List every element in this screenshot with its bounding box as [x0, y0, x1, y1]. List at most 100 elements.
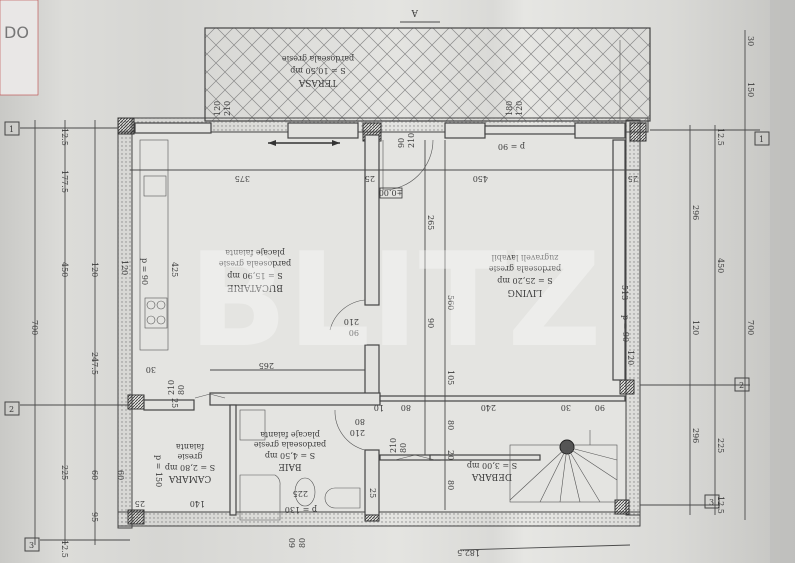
- door-camara: [194, 393, 226, 399]
- dims-right: 30 150 12.5 296 450 120 700 296 225 12.5: [691, 36, 755, 514]
- label: 700: [746, 320, 755, 335]
- paper-edge: [770, 0, 795, 563]
- label: faianta: [176, 442, 204, 451]
- label: S = 10,50 mp: [290, 66, 345, 75]
- room-baie: BAIE S = 4,50 mp pardoseala gresie placa…: [254, 430, 326, 471]
- axis-left-1: 1: [9, 125, 14, 134]
- label: 25: [135, 499, 145, 508]
- label: p = 90: [621, 315, 630, 342]
- label: S = 15,90 mp: [227, 271, 282, 280]
- label: 150: [746, 82, 755, 97]
- label: 12.5: [60, 540, 69, 558]
- label: 265: [426, 215, 435, 230]
- label: pardoseala gresie: [254, 440, 326, 449]
- label: 95: [90, 512, 99, 522]
- label: zugraveli lavabil: [491, 253, 558, 262]
- toilet-icon: [294, 477, 316, 507]
- level-mark: ±0.00: [379, 188, 404, 197]
- label: 450: [716, 258, 725, 273]
- label: 60: [90, 470, 99, 480]
- axis-left-3: 3: [29, 541, 34, 550]
- label: 12.5: [60, 128, 69, 146]
- label: 90: [426, 318, 435, 328]
- label: pardoseala gresie: [282, 54, 354, 63]
- label: 450: [473, 174, 488, 183]
- label: 60: [116, 470, 125, 480]
- label: 12.5: [716, 128, 725, 146]
- label: 210: [344, 317, 359, 326]
- label: 425: [170, 262, 179, 277]
- label: 120: [691, 320, 700, 335]
- dimension-lines: [20, 30, 760, 551]
- label: TERASA: [298, 77, 337, 87]
- dims-left: 12.5 177.5 450 120 700 247.5 225 95 12.5: [30, 128, 99, 558]
- label: 120: [90, 262, 99, 277]
- label: placaje faianta: [260, 430, 320, 439]
- axis-right-2: 2: [739, 381, 744, 390]
- label: 210: [407, 133, 416, 148]
- label: p = 150: [154, 455, 163, 487]
- label: 120: [626, 350, 635, 365]
- label: 180: [505, 101, 514, 116]
- dims-inner: 265 560 90 105 265 30 425 120 513 120 10…: [90, 215, 635, 557]
- label: 25: [170, 398, 179, 408]
- label: gresie: [177, 452, 202, 461]
- label: 210: [167, 380, 176, 395]
- staircase: [509, 430, 618, 503]
- window-kitchen-sliding: [287, 122, 359, 139]
- label: 450: [60, 262, 69, 277]
- washing-machine-icon: [239, 409, 266, 441]
- label: pardoseala gresie: [489, 264, 561, 273]
- label: 80: [446, 480, 455, 490]
- section-marker-label: A: [411, 7, 419, 17]
- label: 225: [60, 465, 69, 480]
- shower-icon: [239, 474, 281, 521]
- label: 247.5: [90, 352, 99, 375]
- label: LIVING: [508, 287, 543, 297]
- label: p = 90: [498, 142, 525, 151]
- label: 80: [401, 403, 411, 412]
- label: 90: [397, 138, 406, 148]
- label: 60: [288, 538, 297, 548]
- label: 513: [620, 285, 629, 300]
- label: 375: [235, 174, 250, 183]
- room-debara: DEBARA S = 3,00 mp: [467, 461, 517, 481]
- label: 80: [446, 420, 455, 430]
- label: 700: [30, 320, 39, 335]
- label: 30: [146, 365, 156, 374]
- label: 140: [190, 499, 205, 508]
- label: 90: [595, 403, 605, 412]
- label: 30: [746, 36, 755, 46]
- label: S = 25,20 mp: [497, 276, 552, 285]
- axis-right-1: 1: [759, 135, 764, 144]
- label: 120: [515, 101, 524, 116]
- room-bucatarie: BUCATARIE S = 15,90 mp pardoseala gresie…: [219, 248, 291, 292]
- label: placaje faianta: [225, 248, 285, 257]
- label: 80: [399, 443, 408, 453]
- label: 90: [349, 328, 359, 337]
- label: 120: [213, 101, 222, 116]
- label: 560: [446, 295, 455, 310]
- axis-left-2: 2: [9, 405, 14, 414]
- label: S = 2,80 mp: [165, 463, 215, 472]
- label: 296: [691, 205, 700, 220]
- label: 210: [389, 438, 398, 453]
- label: 210: [350, 428, 365, 437]
- label: 10: [374, 403, 384, 412]
- interior-walls: [143, 134, 626, 516]
- label: 20: [446, 450, 455, 460]
- label: S = 3,00 mp: [467, 461, 517, 470]
- label: DEBARA: [471, 471, 512, 481]
- stamp-text: DO: [4, 23, 29, 42]
- kitchen-counter: [139, 139, 169, 351]
- window-living: [484, 125, 576, 135]
- label: p = 90: [140, 258, 149, 285]
- axis-right-3: 3: [709, 498, 714, 507]
- terrace-area: [204, 27, 651, 122]
- door-main: [382, 139, 434, 191]
- label: 177.5: [60, 170, 69, 193]
- stove-icon: [144, 297, 168, 329]
- door-baie: [334, 409, 366, 451]
- label: 30: [561, 403, 571, 412]
